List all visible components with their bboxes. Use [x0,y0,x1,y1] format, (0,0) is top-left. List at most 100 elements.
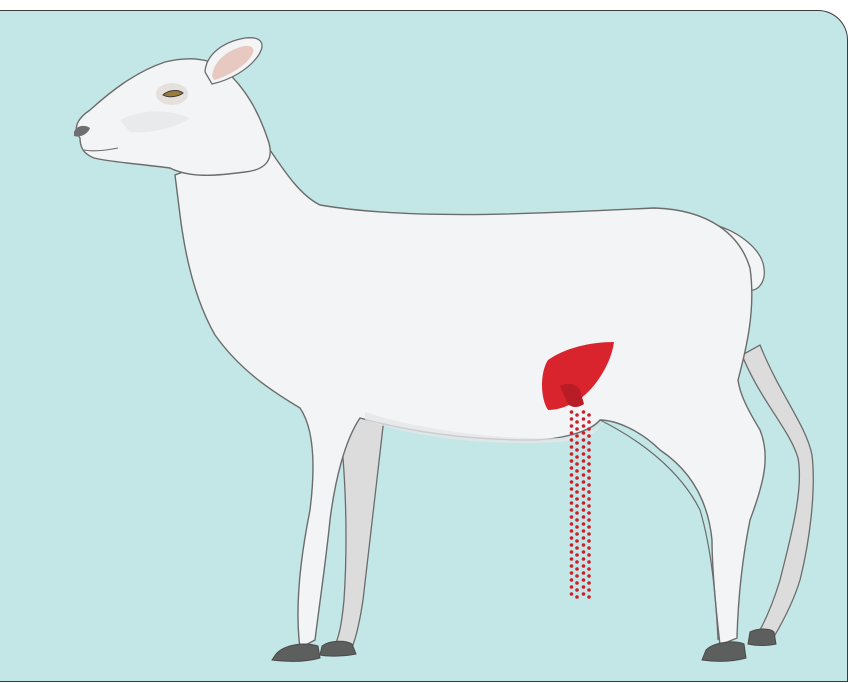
drop [587,532,591,536]
drop [587,413,591,417]
drop [570,424,574,428]
drop [570,571,574,575]
drop [587,574,591,578]
drop [587,427,591,431]
far-front-hoof [320,641,356,656]
drop [582,529,586,533]
drop [575,497,579,501]
drop [575,581,579,585]
drop [575,525,579,529]
drop [575,546,579,550]
drop [575,420,579,424]
drop [587,504,591,508]
drop [570,508,574,512]
drop [570,522,574,526]
drop [575,413,579,417]
drop [587,469,591,473]
drop [575,511,579,515]
near-hind-hoof [702,642,746,661]
drop [570,536,574,540]
drop [575,448,579,452]
drop [587,518,591,522]
drop [570,417,574,421]
drop [582,578,586,582]
drop [575,455,579,459]
drop [575,469,579,473]
drop [570,494,574,498]
drop [587,525,591,529]
drop [570,564,574,568]
drop [587,581,591,585]
drop [570,487,574,491]
drop [582,410,586,414]
drop [570,529,574,533]
drop [570,480,574,484]
drop [575,553,579,557]
drop [582,459,586,463]
drop [582,592,586,596]
drop [582,543,586,547]
drop [587,560,591,564]
drop [587,476,591,480]
drop [587,441,591,445]
drop [570,578,574,582]
drop [582,487,586,491]
drop [587,511,591,515]
drop [582,494,586,498]
drop [575,567,579,571]
drop [582,473,586,477]
drop [582,564,586,568]
drop [575,518,579,522]
drop [570,452,574,456]
drop [587,539,591,543]
drop [570,473,574,477]
drop [570,557,574,561]
drop [570,515,574,519]
drop [587,434,591,438]
drop [582,501,586,505]
drop [575,532,579,536]
drop [575,462,579,466]
drop [582,508,586,512]
drop [575,560,579,564]
drop [587,462,591,466]
far-hind-hoof [748,629,776,646]
drop [570,466,574,470]
drop [570,431,574,435]
drop [570,543,574,547]
drop [587,595,591,599]
sheep-body [175,147,765,648]
drop [582,557,586,561]
drop [575,490,579,494]
drop [582,466,586,470]
drop [582,417,586,421]
drop [575,483,579,487]
drop [575,574,579,578]
drop [570,445,574,449]
drop [582,480,586,484]
drop [582,445,586,449]
drop [575,434,579,438]
drop [570,585,574,589]
drop [582,571,586,575]
drop [587,448,591,452]
drop [582,515,586,519]
drop [582,438,586,442]
drop [570,459,574,463]
drop [587,546,591,550]
drop [587,588,591,592]
drop [575,588,579,592]
drop [582,536,586,540]
drop [570,410,574,414]
near-front-hoof [272,644,320,661]
drop [587,490,591,494]
drop [582,424,586,428]
drop [570,550,574,554]
drop [575,595,579,599]
drop [575,441,579,445]
drop [582,522,586,526]
drop [570,501,574,505]
drop [582,452,586,456]
drop [587,497,591,501]
